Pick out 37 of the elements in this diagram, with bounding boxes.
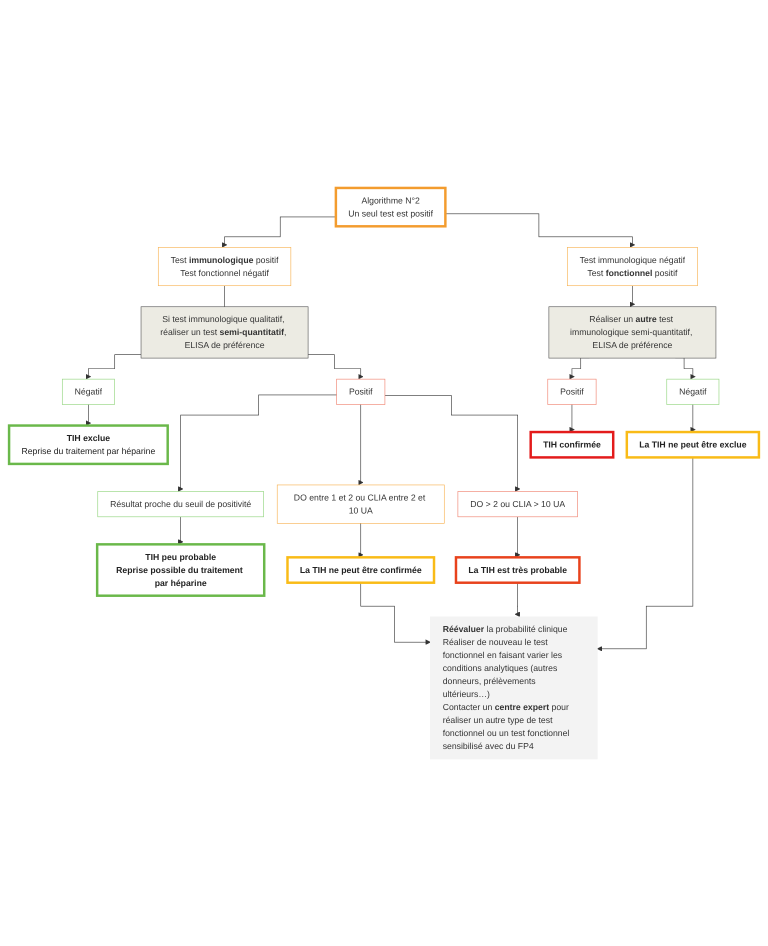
arrow <box>596 456 694 651</box>
arrow <box>358 522 364 558</box>
arrow <box>360 582 431 644</box>
node-box: TIH exclue Reprise du traitement par héparine <box>8 424 169 465</box>
node-box: Si test immunologique qualitatif, réaliser un test semi-quantitatif, ELISA de préférence <box>140 306 308 358</box>
node-box: DO entre 1 et 2 ou CLIA entre 2 et 10 UA <box>276 484 445 524</box>
node-box: Négatif <box>62 378 115 404</box>
arrow <box>222 216 336 248</box>
arrow <box>86 354 142 379</box>
node-box: Test immunologique négatif Test fonctionnel positif <box>567 246 698 286</box>
node-box: La TIH ne peut être exclue <box>626 430 760 458</box>
node-box: Réévaluer la probabilité clinique Réaliser de nouveau le test fonctionnel en faisant varier les conditions analytiques (autres donneurs, prélèvements ultérieurs…) Contacter un centre expert pour réaliser un autre type de test fonctionnel ou un test fonctionnel sensibilisé avec du FP4 <box>430 616 598 759</box>
node-box: Réaliser un autre test immunologique semi-quantitatif, ELISA de préférence <box>548 306 716 358</box>
node-box: DO > 2 ou CLIA > 10 UA <box>458 490 578 517</box>
node-box: TIH peu probable Reprise possible du traitement par héparine <box>96 542 266 596</box>
arrow <box>514 516 520 558</box>
arrow <box>308 354 364 379</box>
arrow <box>569 404 575 432</box>
node-box: Résultat proche du seuil de positivité <box>97 490 264 517</box>
arrow <box>86 404 92 426</box>
node-box: La TIH est très probable <box>454 556 581 584</box>
arrow <box>630 284 636 306</box>
arrow <box>445 213 636 248</box>
arrow <box>690 404 696 432</box>
arrow <box>178 394 337 492</box>
node-box: Négatif <box>666 378 720 404</box>
node-box: Positif <box>547 378 596 404</box>
node-box: La TIH ne peut être confirmée <box>286 556 436 584</box>
node-box: Test immunologique positif Test fonctionnel négatif <box>158 246 292 286</box>
arrow <box>178 516 184 544</box>
arrow <box>514 582 520 616</box>
node-box: TIH confirmée <box>529 430 614 458</box>
node-box: Algorithme N°2 Un seul test est positif <box>334 186 447 228</box>
arrow <box>358 404 364 485</box>
connector <box>224 284 225 307</box>
arrow <box>384 394 520 492</box>
node-box: Positif <box>336 378 386 404</box>
